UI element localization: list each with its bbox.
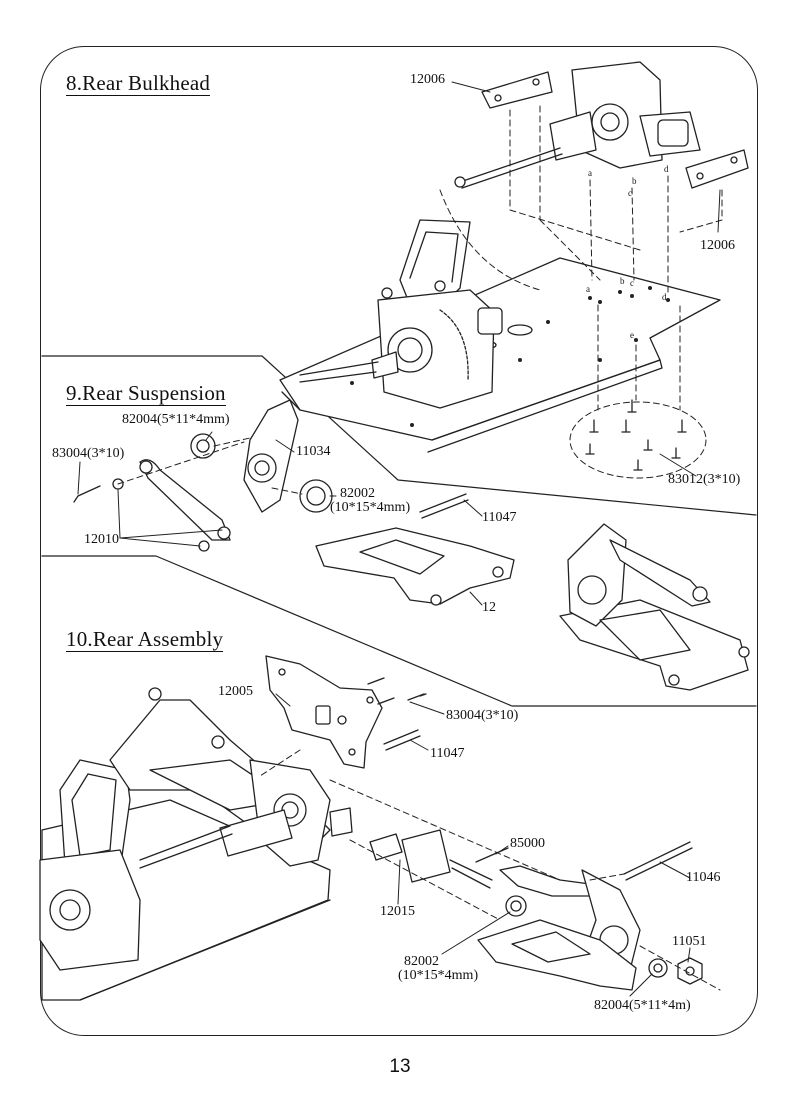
page-frame <box>40 46 758 1036</box>
part-label-85000: 85000 <box>510 836 545 851</box>
part-label-12: 12 <box>482 600 496 615</box>
diff-exploded-parts <box>454 61 749 189</box>
rear-driveshaft-arm <box>369 829 703 991</box>
step10-dashed-guides <box>259 749 721 991</box>
step9-dashed-guides <box>117 437 303 495</box>
part-label-83004-step10: 83004(3*10) <box>446 708 519 723</box>
step8-dashed-guides <box>439 105 723 479</box>
part-label-82004: 82004(5*11*4mm) <box>122 412 230 427</box>
hole-label-d: d <box>662 292 667 302</box>
part-label-11047-step10: 11047 <box>430 746 465 761</box>
hole-label-c: c <box>630 278 634 288</box>
part-label-12005: 12005 <box>218 684 253 699</box>
step8-title: 8.Rear Bulkhead <box>66 71 211 96</box>
rear-bulkhead-assembly <box>299 219 503 409</box>
step9-title: 9.Rear Suspension <box>66 381 226 406</box>
step10-title: 10.Rear Assembly <box>66 627 224 652</box>
part-label-11046: 11046 <box>686 870 721 885</box>
hole-label-e: e <box>630 330 634 340</box>
part-label-11047: 11047 <box>482 510 517 525</box>
part-label-82002-step10-line2: (10*15*4mm) <box>398 968 479 983</box>
part-label-11034: 11034 <box>296 444 331 459</box>
part-label-83004: 83004(3*10) <box>52 446 125 461</box>
part-label-12010: 12010 <box>84 532 119 547</box>
rear-assembly-chassis <box>39 687 353 1001</box>
section-divider-lines <box>41 355 757 707</box>
hole-label-b: b <box>620 276 625 286</box>
suspension-assembled-preview <box>559 523 750 691</box>
hole-label-c-top: c <box>628 188 632 198</box>
rear-plate-12005 <box>265 655 427 769</box>
screws-83012 <box>585 399 687 471</box>
chassis-plate-step8 <box>279 257 721 453</box>
rear-suspension-parts <box>73 399 515 606</box>
part-label-82002-step10-line1: 82002 <box>404 954 439 969</box>
part-label-82002-line2: (10*15*4mm) <box>330 500 411 515</box>
hole-label-a: a <box>586 284 590 294</box>
page-number: 13 <box>389 1056 411 1077</box>
part-label-82004-step10: 82004(5*11*4m) <box>594 998 691 1013</box>
part-label-12006-right: 12006 <box>700 238 735 253</box>
hole-label-d-top: d <box>664 164 669 174</box>
part-label-11051: 11051 <box>672 934 707 949</box>
part-label-12006-top: 12006 <box>410 72 445 87</box>
part-label-12015: 12015 <box>380 904 415 919</box>
hole-label-a-top: a <box>588 168 592 178</box>
part-label-83012: 83012(3*10) <box>668 472 741 487</box>
part-label-82002-line1: 82002 <box>340 486 375 501</box>
hole-label-b-top: b <box>632 176 637 186</box>
leader-lines <box>77 81 721 997</box>
